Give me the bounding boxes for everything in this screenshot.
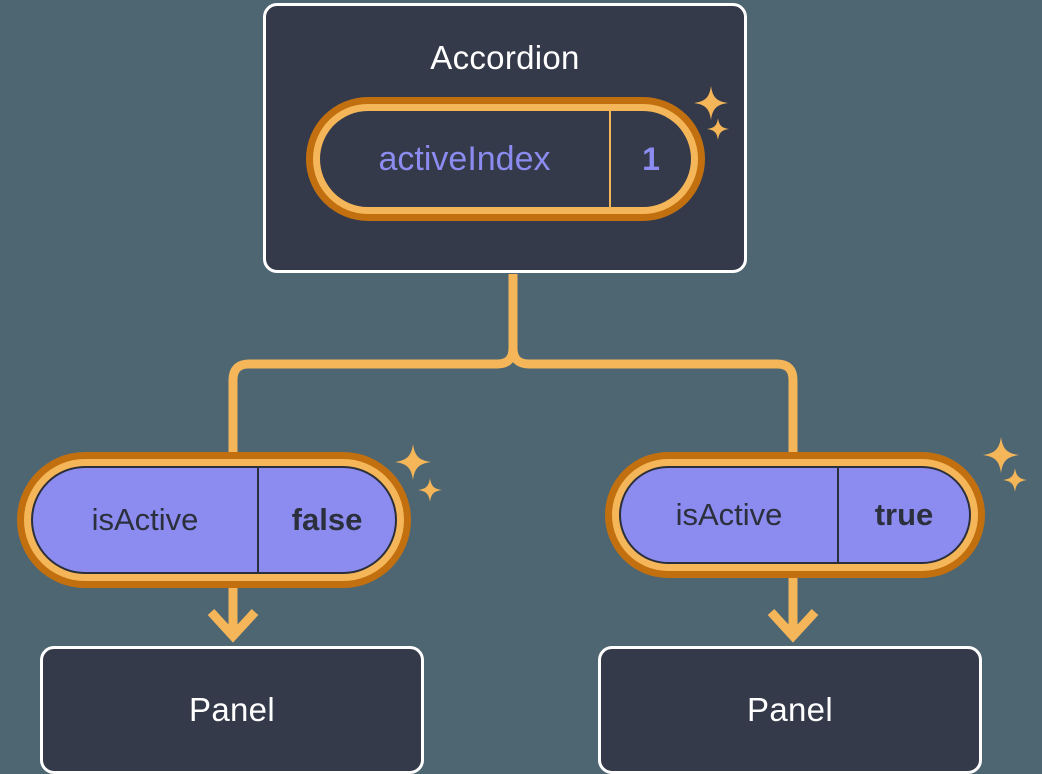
pill-ring: activeIndex 1 bbox=[313, 104, 698, 214]
sparkle-icon bbox=[418, 478, 442, 502]
state-key: activeIndex bbox=[320, 111, 611, 207]
pill-body: isActive true bbox=[619, 466, 971, 564]
pill-body: isActive false bbox=[31, 466, 397, 574]
component-title: Panel bbox=[747, 691, 833, 728]
component-title: Accordion bbox=[430, 39, 580, 76]
connector-split-right bbox=[508, 347, 798, 452]
pill-ring: isActive false bbox=[24, 459, 404, 581]
component-card-panel-left[interactable]: Panel bbox=[40, 646, 424, 774]
state-value: true bbox=[874, 497, 934, 532]
state-key: isActive bbox=[621, 468, 839, 562]
state-key: isActive bbox=[33, 468, 259, 572]
sparkle-icon bbox=[1003, 468, 1027, 492]
connector-split-left bbox=[228, 347, 518, 452]
state-value: 1 bbox=[642, 140, 660, 177]
state-pill-activeindex[interactable]: activeIndex 1 bbox=[306, 97, 705, 221]
component-title: Panel bbox=[189, 691, 275, 728]
arrow-down-icon-left bbox=[207, 588, 259, 643]
arrow-down-icon-right bbox=[767, 578, 819, 643]
pill-ring: isActive true bbox=[612, 459, 978, 571]
component-card-panel-right[interactable]: Panel bbox=[598, 646, 982, 774]
sparkle-icon bbox=[983, 437, 1019, 473]
state-pill-isactive-true[interactable]: isActive true bbox=[605, 452, 985, 578]
sparkle-icon bbox=[395, 444, 431, 480]
state-pill-isactive-false[interactable]: isActive false bbox=[17, 452, 411, 588]
state-value: false bbox=[291, 502, 363, 537]
pill-body: activeIndex 1 bbox=[320, 111, 691, 207]
